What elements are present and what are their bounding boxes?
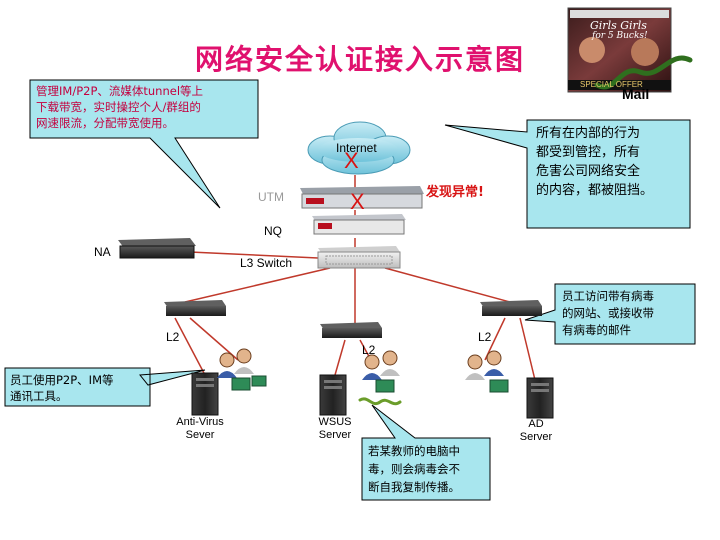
mail-ad-banner — [567, 7, 672, 93]
callout-bottom-text: 若某教师的电脑中 毒，则会病毒会不 断自我复制传播。 — [368, 444, 460, 494]
callout-right-shape — [524, 283, 696, 345]
l3-switch-label: L3 Switch — [240, 256, 293, 270]
callout-left-shape — [4, 367, 206, 407]
link-l3-l2-right — [384, 267, 511, 303]
l2-switch-left — [164, 300, 226, 316]
link-l3-l2-left — [184, 267, 331, 303]
ad-banner-tag: SPECIAL OFFER — [580, 80, 643, 89]
link-l2right-ad — [519, 317, 536, 381]
na-label: NA — [94, 245, 111, 259]
link-l2right-user — [484, 317, 506, 361]
user-right-icon — [465, 350, 509, 393]
callout-top-left-shape — [29, 79, 259, 209]
l2-switch-right — [480, 300, 542, 316]
wsus-server-icon — [319, 374, 347, 416]
link-l2left-user — [189, 317, 239, 361]
alert-label: 发现异常! — [426, 185, 484, 200]
callout-top-left-text: 管理IM/P2P、流媒体tunnel等上 下载带宽，实时操控个人/群组的 网速限… — [36, 84, 204, 130]
nq-label: NQ — [264, 224, 282, 238]
ad-banner-line1: Girls Girls — [590, 19, 647, 32]
ad-server-icon — [526, 377, 554, 419]
wsus-label: WSUS Server — [318, 416, 352, 441]
l2-switch-center — [320, 322, 382, 338]
callout-bottom-shape — [361, 404, 491, 501]
worm-in-transit-icon — [358, 397, 402, 406]
anti-virus-server-icon — [191, 372, 219, 416]
callout-left-text: 员工使用P2P、IM等 通讯工具。 — [10, 373, 114, 403]
l2-left-label: L2 — [166, 330, 180, 344]
block-x-mark-lower: X — [350, 189, 365, 214]
link-l2center-wsus — [334, 339, 346, 376]
user-center-icon — [362, 350, 400, 393]
network-links — [174, 175, 536, 381]
l2-center-label: L2 — [362, 343, 376, 357]
page-title: 网络安全认证接入示意图 — [194, 43, 525, 76]
mail-label: Mail — [622, 86, 650, 102]
link-l2left-av — [174, 317, 206, 376]
callout-top-right-shape — [444, 119, 691, 229]
virus-worm-icon — [594, 55, 693, 90]
link-na-l3 — [189, 251, 319, 259]
internet-label: Internet — [336, 141, 377, 155]
utm-device — [300, 186, 424, 209]
block-x-mark-upper: X — [344, 148, 359, 173]
l3-switch-device — [317, 246, 401, 269]
anti-virus-label: Anti-Virus Sever — [176, 416, 224, 441]
l2-right-label: L2 — [478, 330, 492, 344]
user-left-icon — [217, 348, 267, 391]
utm-label: UTM — [258, 190, 284, 204]
nq-device — [312, 214, 406, 235]
callout-right-text: 员工访问带有病毒 的网站、或接收带 有病毒的邮件 — [562, 289, 654, 337]
internet-cloud-icon — [307, 121, 411, 175]
callout-top-right-text: 所有在内部的行为 都受到管控，所有 危害公司网络安全 的内容，都被阻挡。 — [536, 126, 654, 198]
na-device — [118, 238, 196, 259]
ad-banner-line2: for 5 Bucks! — [592, 31, 648, 41]
ad-label: AD Server — [519, 418, 553, 443]
